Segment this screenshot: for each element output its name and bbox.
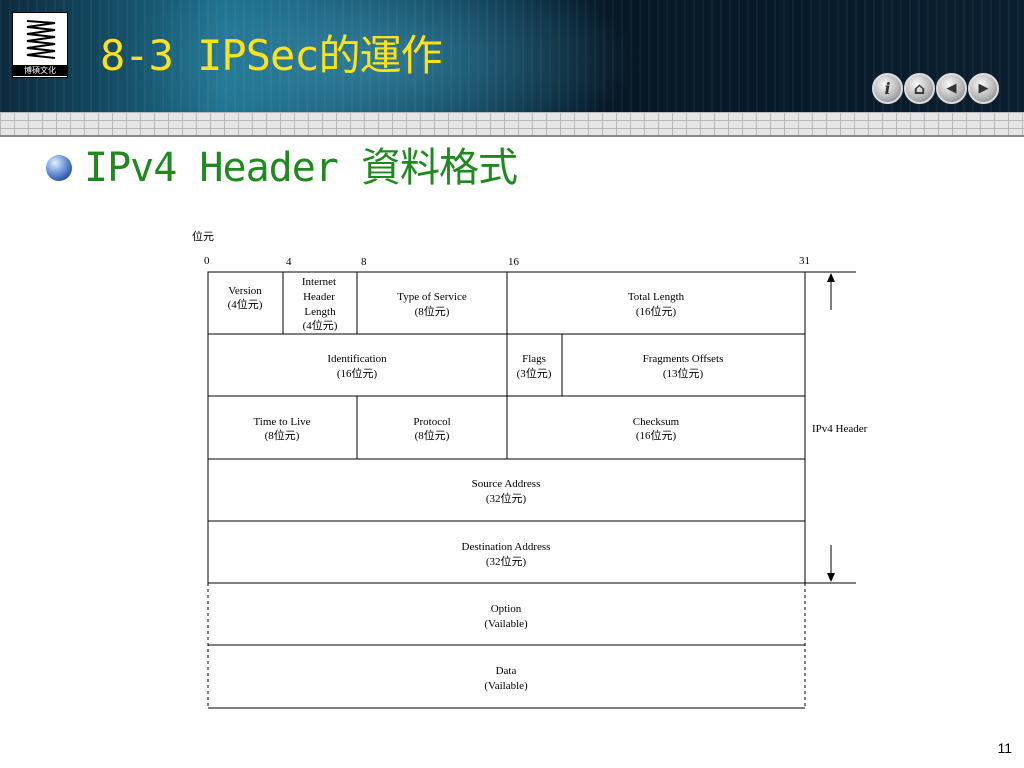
bit-tick-31: 31	[799, 255, 810, 267]
arrow-left-icon: ◀	[946, 81, 957, 96]
info-icon: i	[884, 79, 891, 98]
field-fragment-offsets-size: (13位元)	[663, 366, 704, 380]
next-button[interactable]: ▶	[968, 73, 999, 104]
bit-tick-16: 16	[508, 256, 520, 268]
field-tos: Type of Service	[397, 291, 467, 303]
slide-subtitle: IPv4 Header 資料格式	[84, 145, 518, 191]
ipv4-header-label: IPv4 Header	[812, 423, 868, 435]
page-number: 11	[997, 740, 1012, 756]
bit-tick-8: 8	[361, 256, 367, 268]
field-version: Version	[228, 285, 262, 297]
bit-tick-4: 4	[286, 256, 292, 268]
nav-buttons: i ⌂ ◀ ▶	[872, 73, 1000, 104]
field-checksum: Checksum	[633, 416, 680, 428]
field-flags-size: (3位元)	[517, 366, 552, 380]
divider	[0, 135, 1024, 137]
field-destination-address-size: (32位元)	[486, 554, 527, 568]
field-destination-address: Destination Address	[462, 541, 551, 553]
field-fragment-offsets: Fragments Offsets	[643, 353, 724, 365]
field-source-address-size: (32位元)	[486, 491, 527, 505]
field-option: Option	[491, 603, 522, 615]
field-version-size: (4位元)	[228, 297, 263, 311]
banner-texture	[0, 0, 1024, 112]
home-icon: ⌂	[913, 79, 926, 98]
arrow-down-icon	[827, 573, 835, 582]
field-source-address: Source Address	[472, 478, 541, 490]
arrow-right-icon: ▶	[978, 81, 989, 96]
field-flags: Flags	[522, 353, 546, 365]
bit-tick-0: 0	[204, 255, 210, 267]
slide-title: 8-3 IPSec的運作	[100, 31, 443, 80]
field-ttl-size: (8位元)	[265, 428, 300, 442]
banner-glow	[120, 0, 640, 112]
field-ihl-size: (4位元)	[303, 318, 338, 332]
field-protocol-size: (8位元)	[415, 428, 450, 442]
field-total-length-size: (16位元)	[636, 304, 677, 318]
field-tos-size: (8位元)	[415, 304, 450, 318]
publisher-logo: 博碩文化	[12, 12, 68, 78]
bit-unit-label: 位元	[192, 229, 214, 243]
field-ihl-line1: Internet	[302, 276, 336, 288]
field-option-size: (Vailable)	[484, 618, 528, 630]
home-button[interactable]: ⌂	[904, 73, 935, 104]
field-identification: Identification	[327, 353, 387, 365]
field-checksum-size: (16位元)	[636, 428, 677, 442]
info-button[interactable]: i	[872, 73, 903, 104]
field-total-length: Total Length	[628, 291, 685, 303]
bullet-icon	[46, 155, 72, 181]
field-ihl-line2: Header	[303, 291, 335, 303]
field-data: Data	[496, 665, 517, 677]
logo-text: 博碩文化	[13, 65, 67, 76]
field-protocol: Protocol	[413, 416, 450, 428]
field-data-size: (Vailable)	[484, 680, 528, 692]
field-ihl-line3: Length	[304, 306, 336, 318]
field-ttl: Time to Live	[253, 416, 310, 428]
arrow-up-icon	[827, 273, 835, 282]
logo-swirl-icon	[26, 20, 56, 59]
header-banner: 博碩文化 8-3 IPSec的運作 i ⌂ ◀ ▶	[0, 0, 1024, 112]
field-identification-size: (16位元)	[337, 366, 378, 380]
previous-button[interactable]: ◀	[936, 73, 967, 104]
decorative-grid-bar	[0, 112, 1024, 136]
